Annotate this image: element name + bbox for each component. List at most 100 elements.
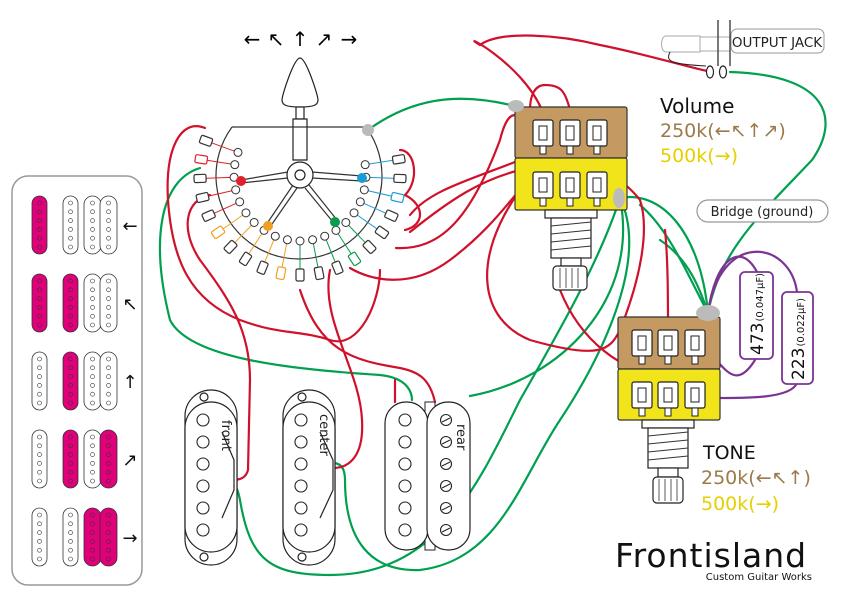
legend-front-coil — [31, 273, 48, 333]
hot-wire — [298, 288, 437, 404]
switch-lug — [295, 236, 305, 282]
legend-arrow: ↗ — [122, 450, 137, 471]
switch-lug — [360, 154, 406, 170]
tone-title: TONE — [702, 442, 756, 464]
brand-name: Frontisland — [615, 536, 807, 575]
legend-rear-outer-coil — [83, 195, 102, 255]
volume-title: Volume — [660, 94, 734, 118]
common-orange-dot — [263, 221, 273, 231]
legend-row: ← — [31, 195, 138, 255]
arrow-right: → — [341, 27, 358, 51]
svg-text:223(0.022μF): 223(0.022μF) — [789, 298, 809, 380]
five-way-switch[interactable]: ← ↖ ↑ ↗ → — [193, 27, 407, 282]
pot-lug — [631, 329, 653, 365]
switch-lug — [201, 197, 245, 222]
ground-wire — [230, 196, 622, 577]
switch-lug — [256, 231, 280, 275]
pole-piece — [196, 435, 210, 449]
ground-wire — [638, 203, 710, 315]
pot-lug — [586, 171, 608, 207]
pot-lug — [684, 381, 706, 417]
output-jack[interactable]: OUTPUT JACK — [661, 20, 825, 79]
pole-piece — [294, 523, 308, 537]
volume-500k-label: 500k(→) — [660, 145, 738, 167]
legend-front-coil — [31, 351, 48, 411]
tone-knob[interactable] — [652, 476, 684, 504]
hot-wire — [186, 193, 252, 482]
rear-pickup-label: rear — [453, 424, 468, 451]
pole-piece — [294, 479, 308, 493]
pole-piece — [196, 501, 210, 515]
solder-joint — [362, 124, 374, 136]
switch-lug — [308, 235, 325, 281]
legend-rear-inner-coil — [99, 507, 118, 567]
tone-250k-label: 250k(←↖↑) — [701, 467, 811, 489]
center-pickup-label: center — [316, 414, 331, 456]
pole-piece — [196, 413, 210, 427]
switch-lug — [238, 225, 269, 267]
legend-center-coil — [62, 351, 79, 411]
hot-wire — [166, 125, 382, 343]
cap-code: 473 — [748, 323, 768, 355]
front-pickup-label: front — [218, 420, 233, 451]
capacitor-223: 223(0.022μF) — [781, 291, 814, 385]
switch-lug — [194, 154, 240, 170]
legend-row: ↖ — [31, 273, 138, 333]
pot-lug — [559, 171, 581, 207]
pole-piece — [196, 523, 210, 537]
pole-piece — [398, 479, 412, 493]
pot-lug — [532, 119, 554, 155]
pot-lug — [631, 381, 653, 417]
volume-pot[interactable] — [508, 100, 628, 291]
legend-center-coil — [62, 429, 79, 489]
common-green-dot — [330, 217, 340, 227]
legend-front-coil — [31, 507, 48, 567]
switch-lug — [195, 185, 241, 204]
pole-piece — [398, 501, 412, 515]
hot-wire — [473, 34, 714, 112]
switch-lug — [198, 134, 243, 157]
common-blue-dot — [357, 173, 367, 183]
hot-wire — [528, 83, 572, 112]
legend-front-coil — [31, 429, 48, 489]
arrow-up-right: ↗ — [316, 27, 333, 51]
svg-text:473(0.047μF): 473(0.047μF) — [748, 273, 768, 355]
switch-lug — [349, 208, 390, 240]
hot-wire — [327, 268, 364, 470]
volume-250k-label: 250k(←↖↑↗) — [660, 120, 786, 142]
pot-lug — [532, 171, 554, 207]
bridge-ground-text: Bridge (ground) — [711, 205, 814, 220]
switch-lug — [223, 217, 259, 255]
solder-joint — [613, 188, 625, 208]
pole-piece — [294, 435, 308, 449]
ground-wire — [331, 196, 631, 572]
ground-wire — [618, 195, 710, 315]
switch-lever-tip[interactable] — [281, 57, 319, 108]
switch-position-legend: ←↖↑↗→ — [11, 175, 143, 586]
legend-arrow: ↑ — [122, 372, 137, 393]
legend-rear-inner-coil — [99, 195, 118, 255]
hot-wire — [486, 174, 646, 352]
arrow-up-left: ↖ — [268, 27, 285, 51]
switch-lug — [275, 235, 292, 281]
legend-rear-inner-coil — [99, 351, 118, 411]
tone-pot[interactable] — [617, 305, 721, 504]
legend-center-coil — [62, 507, 79, 567]
center-pickup: center — [282, 389, 336, 566]
legend-front-coil — [31, 195, 48, 255]
switch-position-arrows: ← ↖ ↑ ↗ → — [244, 27, 358, 51]
legend-arrow: ↖ — [122, 294, 137, 315]
legend-rear-inner-coil — [99, 273, 118, 333]
switch-lug — [359, 185, 405, 204]
ground-wire — [468, 196, 625, 398]
legend-arrow: ← — [122, 216, 137, 237]
pole-piece — [398, 523, 412, 537]
hot-wire — [348, 188, 522, 281]
solder-joint — [508, 100, 524, 112]
pot-lug — [559, 119, 581, 155]
hot-wire — [394, 113, 517, 250]
hot-wire — [408, 168, 522, 234]
arrow-left: ← — [244, 27, 261, 51]
volume-knob[interactable] — [552, 265, 588, 291]
